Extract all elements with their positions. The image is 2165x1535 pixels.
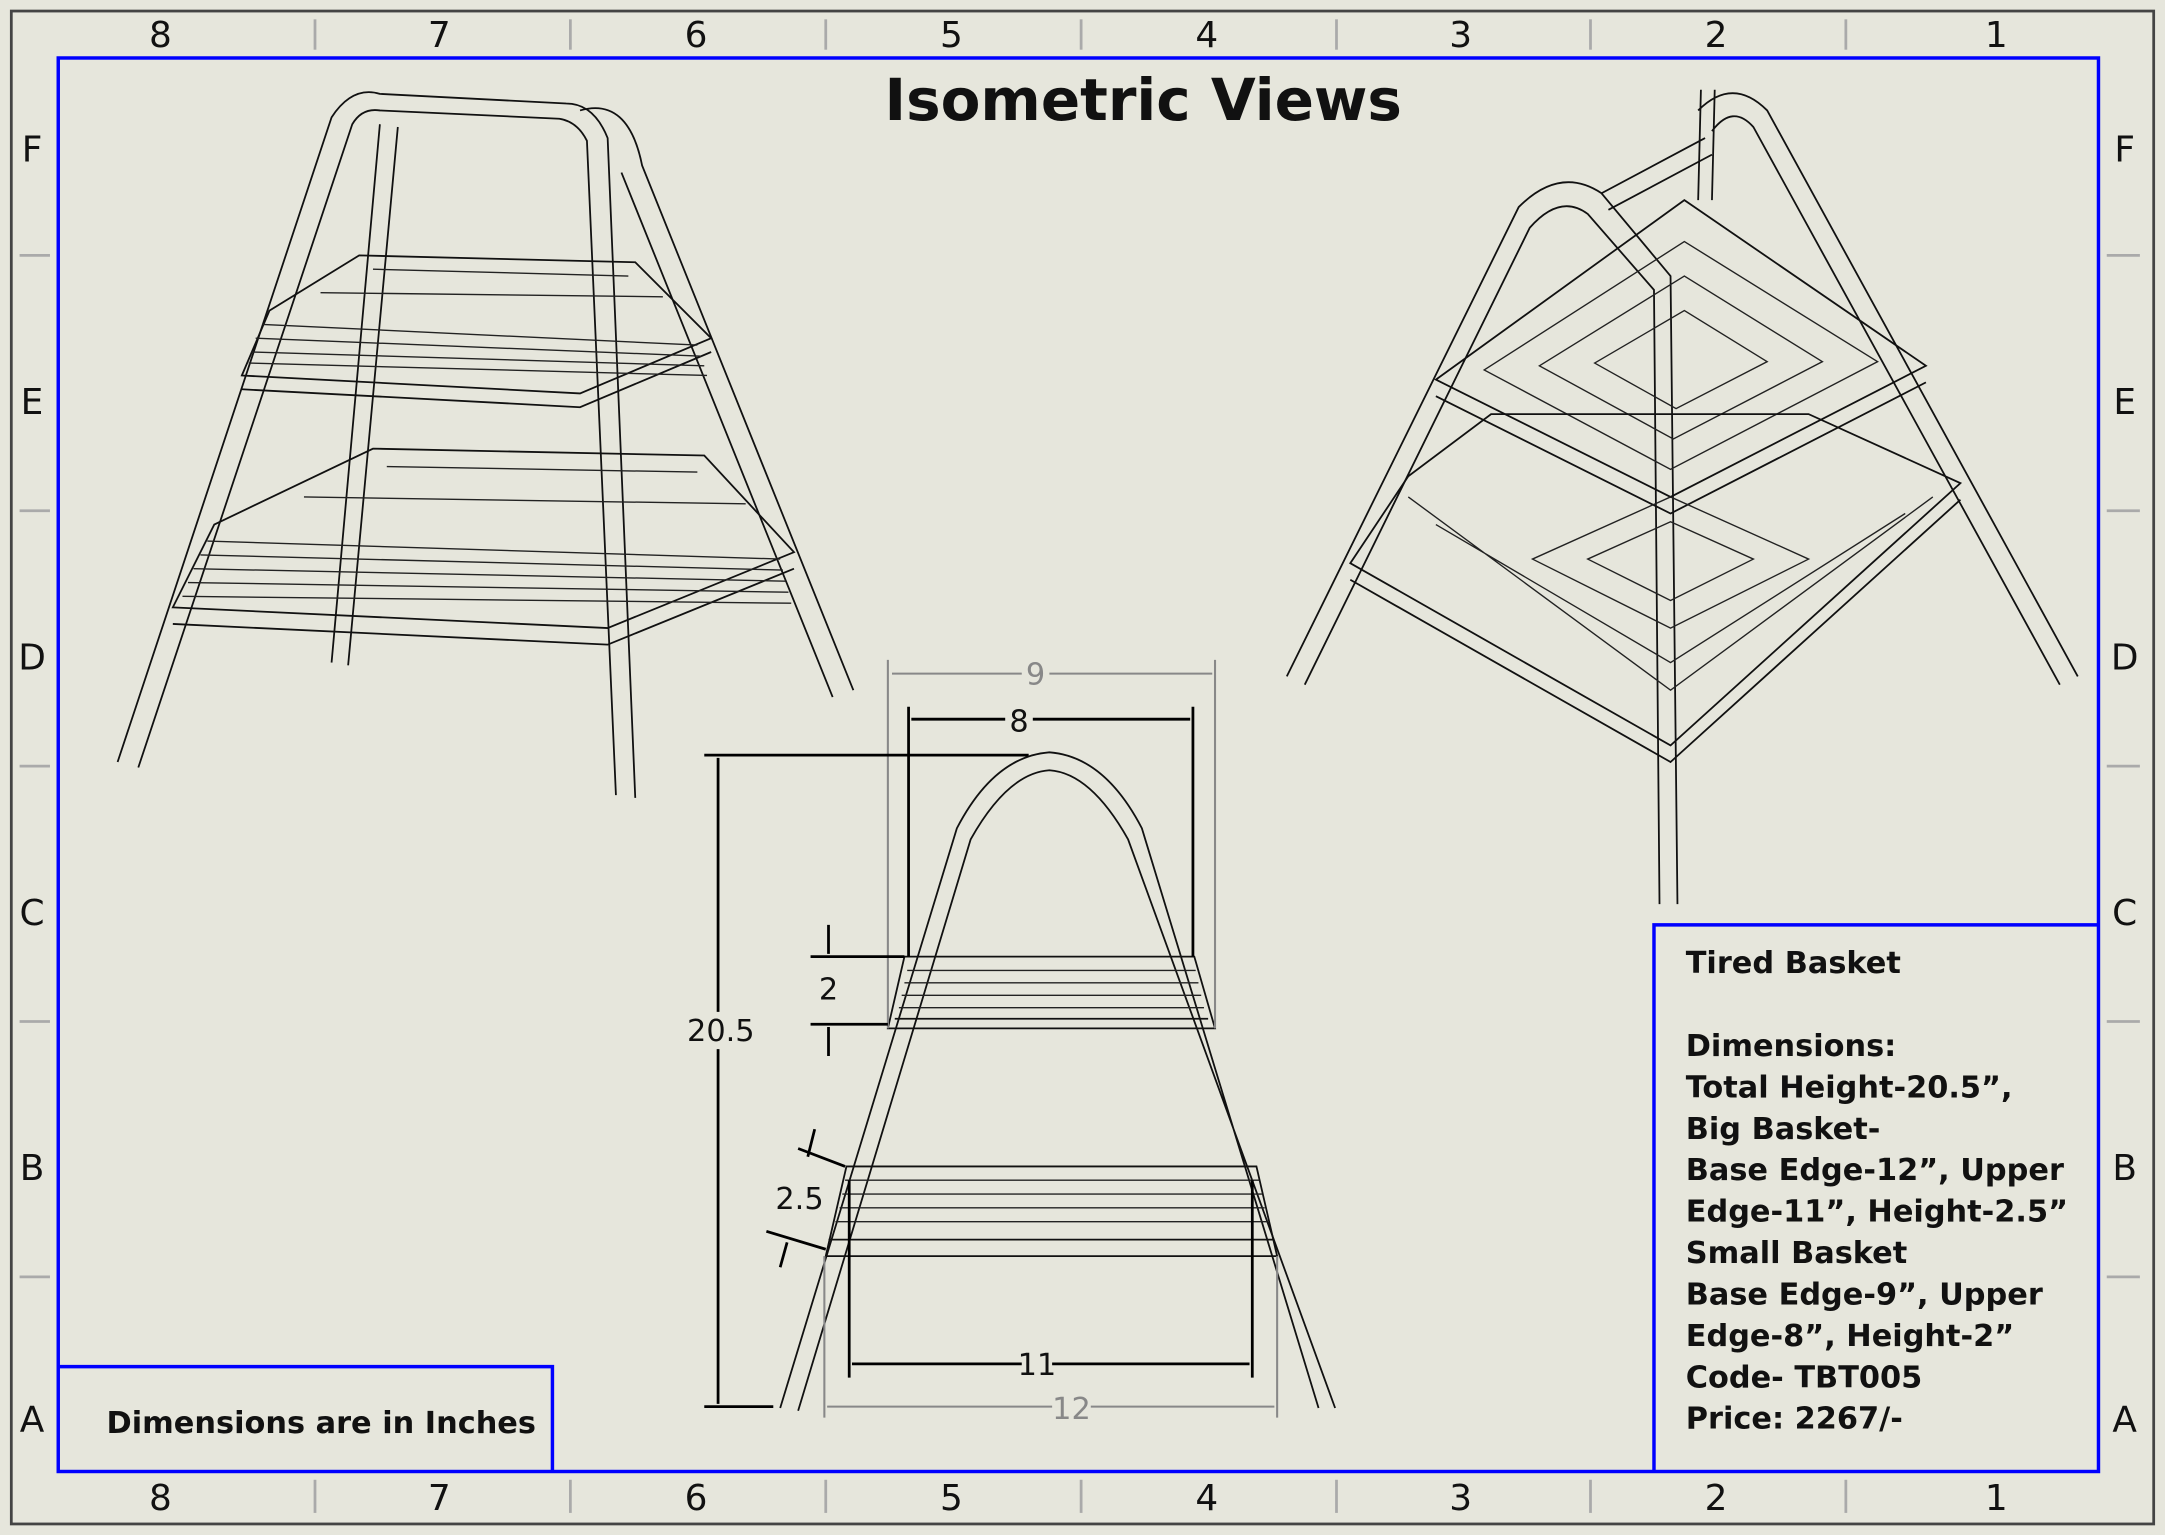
dimension-20-5: 20.5 (687, 753, 1029, 1409)
product-code: Code- TBT005 (1686, 1360, 1923, 1395)
svg-text:8: 8 (149, 1478, 172, 1519)
svg-text:6: 6 (685, 1478, 708, 1519)
units-note-box: Dimensions are in Inches (58, 1364, 555, 1472)
zone-labels: 8 7 6 5 4 3 2 1 8 7 6 5 4 3 2 1 F E D C B A F E D C B A (18, 15, 2138, 1519)
tb-line: Edge-8”, Height-2” (1686, 1319, 2015, 1354)
svg-text:2: 2 (819, 972, 838, 1007)
svg-text:7: 7 (428, 1478, 451, 1519)
svg-text:F: F (2114, 130, 2135, 171)
svg-text:B: B (2112, 1148, 2137, 1189)
front-view: 9 8 20.5 2 2.5 11 12 (687, 658, 1336, 1427)
svg-text:3: 3 (1449, 15, 1472, 56)
tb-line: Dimensions: (1686, 1029, 1897, 1064)
dimension-9: 9 (886, 658, 1217, 1029)
outer-frame (9, 9, 2156, 1526)
svg-text:8: 8 (149, 15, 172, 56)
big-basket-left (171, 447, 796, 646)
svg-text:4: 4 (1195, 1478, 1218, 1519)
tb-line: Big Basket- (1686, 1112, 1881, 1147)
svg-text:6: 6 (685, 15, 708, 56)
svg-text:7: 7 (428, 15, 451, 56)
small-basket-left (240, 254, 713, 409)
svg-text:5: 5 (940, 1478, 963, 1519)
dimension-11: 11 (847, 1180, 1254, 1383)
svg-text:2: 2 (1705, 15, 1728, 56)
svg-text:E: E (2113, 382, 2136, 423)
svg-text:C: C (2112, 893, 2137, 934)
svg-text:B: B (20, 1148, 45, 1189)
svg-text:2: 2 (1705, 1478, 1728, 1519)
sheet-title: Isometric Views (885, 66, 1402, 134)
tb-line: Base Edge-9”, Upper (1686, 1277, 2043, 1312)
product-name: Tired Basket (1686, 946, 1901, 981)
product-price: Price: 2267/- (1686, 1402, 1903, 1437)
dimension-2-5: 2.5 (765, 1128, 846, 1268)
svg-text:1: 1 (1985, 1478, 2008, 1519)
svg-text:D: D (18, 637, 46, 678)
tb-line: Edge-11”, Height-2.5” (1686, 1195, 2068, 1230)
svg-text:E: E (21, 382, 44, 423)
small-basket-front (886, 955, 1217, 1030)
zone-ticks (19, 19, 2140, 1513)
svg-text:2.5: 2.5 (775, 1182, 823, 1217)
svg-text:4: 4 (1195, 15, 1218, 56)
tb-line: Base Edge-12”, Upper (1686, 1153, 2064, 1188)
svg-text:C: C (19, 893, 44, 934)
svg-text:12: 12 (1052, 1392, 1091, 1427)
svg-text:8: 8 (1009, 705, 1028, 740)
svg-text:11: 11 (1018, 1348, 1057, 1383)
svg-text:A: A (20, 1399, 45, 1440)
tb-line: Total Height-20.5”, (1686, 1070, 2013, 1105)
dimension-12: 12 (823, 1256, 1279, 1427)
tb-line: Small Basket (1686, 1236, 1908, 1271)
svg-text:5: 5 (940, 15, 963, 56)
svg-text:20.5: 20.5 (687, 1014, 755, 1049)
svg-text:3: 3 (1449, 1478, 1472, 1519)
drawing-border (56, 56, 2101, 1474)
units-note: Dimensions are in Inches (107, 1406, 536, 1441)
svg-text:1: 1 (1985, 15, 2008, 56)
isometric-view-left (116, 91, 855, 798)
big-basket-front (824, 1165, 1279, 1258)
svg-text:9: 9 (1026, 658, 1045, 693)
isometric-view-right (1285, 89, 2079, 905)
svg-text:A: A (2112, 1399, 2137, 1440)
dimension-8: 8 (907, 705, 1195, 957)
svg-text:F: F (22, 130, 43, 171)
big-basket-right (1349, 413, 1963, 764)
title-block: Tired Basket Dimensions: Total Height-20… (1652, 923, 2099, 1472)
svg-text:D: D (2111, 637, 2139, 678)
dimension-2: 2 (810, 924, 905, 1057)
